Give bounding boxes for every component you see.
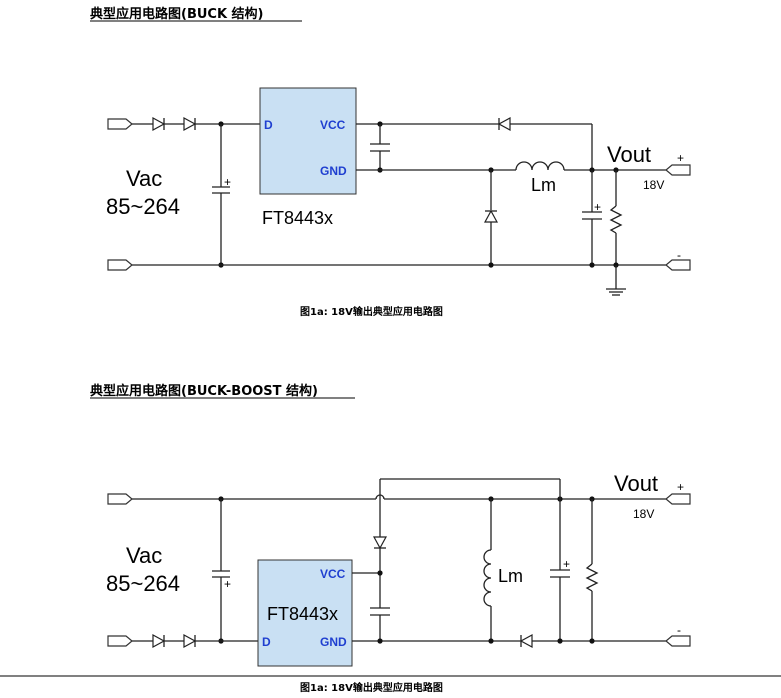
svg-text:+: + <box>563 557 570 571</box>
buck-inductor <box>515 161 565 171</box>
section2-caption: 图1a: 18V输出典型应用电路图 <box>300 681 443 694</box>
section2-title: 典型应用电路图(BUCK-BOOST 结构) <box>90 383 318 399</box>
buck-chip-body <box>259 87 357 195</box>
bb-vcc-diode <box>372 536 388 550</box>
bb-input-terminal-bottom <box>107 635 133 647</box>
bb-chip-body <box>257 559 353 667</box>
bb-load-resistor <box>585 563 599 592</box>
svg-text:+: + <box>224 175 231 189</box>
bb-pin-d: D <box>262 635 271 649</box>
buck-inductor-label: Lm <box>531 175 556 195</box>
input-diode-1 <box>152 116 166 132</box>
buck-load-resistor <box>609 205 623 234</box>
bb-output-diode <box>519 633 533 649</box>
input-diode-2 <box>183 116 197 132</box>
svg-text:+: + <box>594 200 601 214</box>
freewheel-diode <box>483 209 499 223</box>
bb-output-voltage: 18V <box>633 507 654 521</box>
section1-caption: 图1a: 18V输出典型应用电路图 <box>300 305 443 318</box>
svg-text:+: + <box>224 577 231 591</box>
bb-inductor-label: Lm <box>498 566 523 586</box>
buck-input-label: Vac <box>126 166 162 191</box>
bb-output-terminal-minus <box>665 635 691 647</box>
bb-input-diode-1 <box>152 633 166 649</box>
bb-input-terminal-top <box>107 493 133 505</box>
svg-text:+: + <box>677 480 684 494</box>
buck-boost-circuit: + Vac 85~264 D VCC GND FT8443x <box>106 471 691 667</box>
buck-circuit: + Vac 85~264 D VCC GND FT8443x <box>106 87 691 296</box>
svg-text:-: - <box>677 623 681 637</box>
section1-title: 典型应用电路图(BUCK 结构) <box>90 6 264 22</box>
bb-inductor <box>483 549 492 607</box>
buck-output-label: Vout <box>607 142 651 167</box>
bb-output-label: Vout <box>614 471 658 496</box>
bb-input-label: Vac <box>126 543 162 568</box>
svg-text:-: - <box>677 248 681 262</box>
bb-pin-gnd: GND <box>320 635 347 649</box>
bb-input-diode-2 <box>183 633 197 649</box>
buck-chip-name: FT8443x <box>262 208 333 228</box>
feedback-diode <box>497 116 511 132</box>
buck-pin-d: D <box>264 118 273 132</box>
bb-output-terminal-plus <box>665 493 691 505</box>
input-terminal-bottom <box>107 259 133 271</box>
bb-chip-name: FT8443x <box>267 604 338 624</box>
buck-input-range: 85~264 <box>106 194 180 219</box>
output-terminal-minus <box>665 259 691 271</box>
bb-input-range: 85~264 <box>106 571 180 596</box>
svg-text:+: + <box>677 151 684 165</box>
buck-pin-vcc: VCC <box>320 118 346 132</box>
bb-pin-vcc: VCC <box>320 567 346 581</box>
buck-output-voltage: 18V <box>643 178 664 192</box>
buck-pin-gnd: GND <box>320 164 347 178</box>
input-terminal-top <box>107 118 133 130</box>
output-terminal-plus <box>665 164 691 176</box>
